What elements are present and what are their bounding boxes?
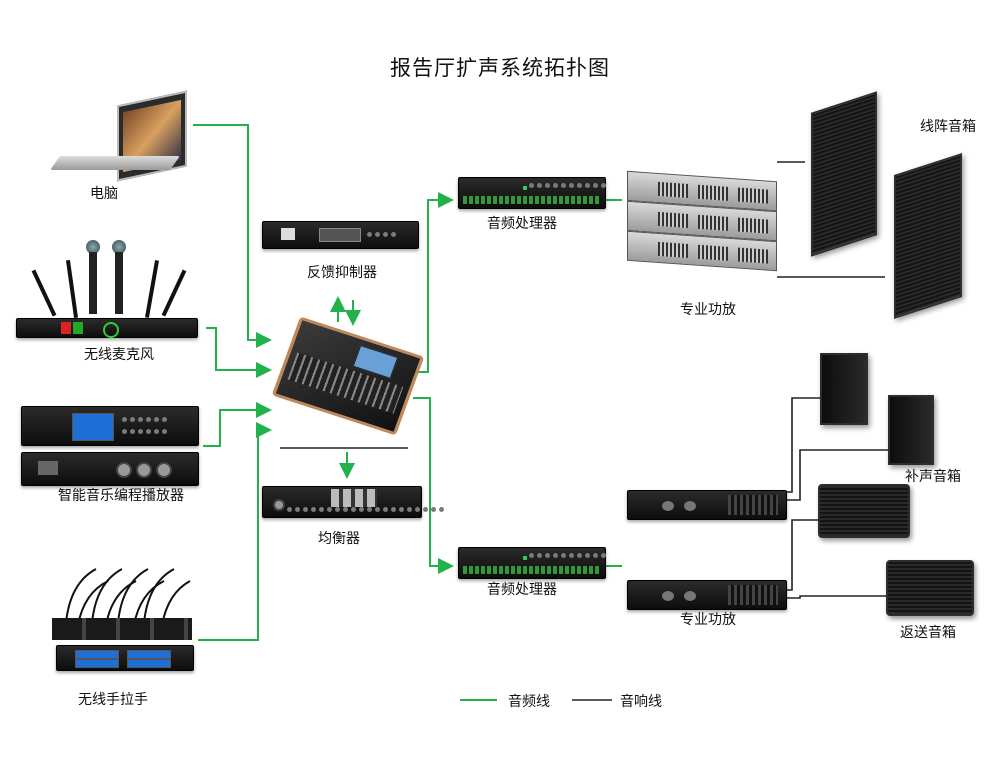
feedback-suppressor-label: 反馈抑制器 xyxy=(307,265,377,281)
amplifier-top-icon xyxy=(627,170,777,272)
fill-speaker-icon-2 xyxy=(888,395,934,465)
laptop-icon xyxy=(50,90,190,182)
gooseneck-label: 无线手拉手 xyxy=(78,692,148,708)
amp-bottom-label: 专业功放 xyxy=(680,612,736,628)
audio-processor-top-icon xyxy=(458,177,606,209)
wireless-mic-label: 无线麦克风 xyxy=(84,347,154,363)
processor-top-label: 音频处理器 xyxy=(487,216,557,232)
monitor-speaker-icon-2 xyxy=(886,560,974,616)
gooseneck-microphone-icon xyxy=(48,563,198,673)
line-computer-to-mixer xyxy=(193,124,272,348)
feedback-suppressor-icon xyxy=(262,221,419,249)
line-array-label: 线阵音箱 xyxy=(920,119,976,135)
equalizer-label: 均衡器 xyxy=(318,531,360,547)
line-mic-to-mixer xyxy=(206,327,272,378)
amp-top-label: 专业功放 xyxy=(680,302,736,318)
amplifier-bottom-icon-1 xyxy=(627,490,787,520)
music-player-label: 智能音乐编程播放器 xyxy=(58,488,184,504)
computer-label: 电脑 xyxy=(90,186,118,202)
fill-speaker-label: 补声音箱 xyxy=(905,469,961,485)
music-player-icon xyxy=(17,406,203,488)
line-amp-to-monitor-1 xyxy=(786,519,818,591)
amplifier-bottom-icon-2 xyxy=(627,580,787,610)
wireless-microphone-icon xyxy=(12,240,204,340)
line-mixer-to-processor-top xyxy=(413,192,454,373)
audio-processor-bottom-icon xyxy=(458,547,606,579)
mixer-console-icon xyxy=(271,316,425,442)
line-amp-to-monitor-2 xyxy=(786,595,886,599)
legend-audio-label: 音频线 xyxy=(508,694,550,710)
monitor-speaker-icon-1 xyxy=(818,484,910,538)
line-amp-to-fill-2 xyxy=(786,449,888,501)
line-array-speaker-icon xyxy=(805,91,885,257)
processor-bottom-label: 音频处理器 xyxy=(487,582,557,598)
page-title: 报告厅扩声系统拓扑图 xyxy=(390,56,610,80)
line-array-speaker-icon-2 xyxy=(888,150,978,320)
line-amp-to-fill-1 xyxy=(786,397,820,493)
equalizer-icon xyxy=(262,486,444,518)
line-player-to-mixer xyxy=(203,402,272,447)
monitor-speaker-label: 返送音箱 xyxy=(900,625,956,641)
line-mixer-to-processor-bottom xyxy=(413,397,454,574)
fill-speaker-icon-1 xyxy=(820,353,868,425)
line-gooseneck-to-mixer xyxy=(198,422,272,641)
legend-speaker-label: 音响线 xyxy=(620,694,662,710)
